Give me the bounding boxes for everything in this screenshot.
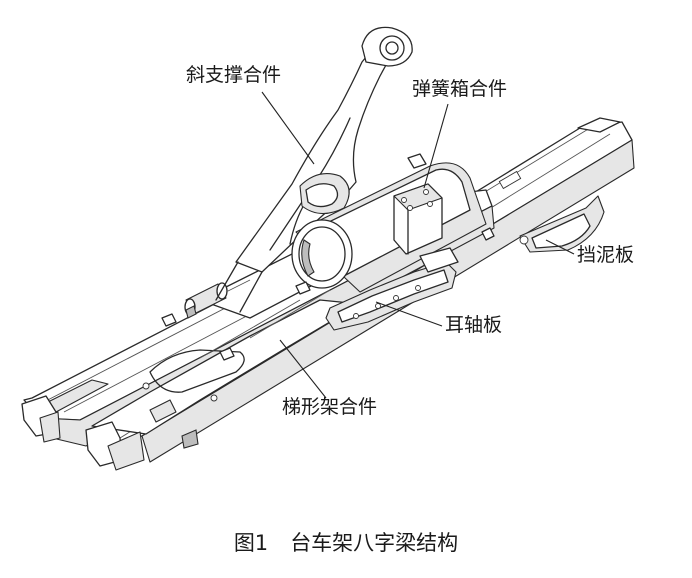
leader-ladder-frame (279, 339, 327, 399)
label-spring-box: 弹簧箱合件 (412, 78, 508, 100)
label-ladder-frame: 梯形架合件 (282, 396, 378, 418)
mudguard (519, 195, 605, 253)
front-end-caps (21, 395, 145, 471)
label-diagonal-brace: 斜支撑合件 (186, 64, 282, 86)
leader-lug-plate (375, 301, 443, 327)
leader-diagonal-brace (261, 91, 315, 165)
leader-mudguard (545, 239, 575, 255)
diagonal-brace (215, 26, 413, 313)
label-mudguard: 挡泥板 (577, 244, 635, 266)
label-lug-plate: 耳轴板 (445, 314, 503, 336)
figure-caption: 图1 台车架八字梁结构 (0, 533, 692, 554)
figure-title: 台车架八字梁结构 (290, 531, 459, 555)
leader-lines (261, 91, 575, 399)
lug-plate (325, 247, 459, 331)
leader-spring-box (423, 103, 449, 189)
figure-number: 图1 (233, 531, 269, 555)
frame-details (142, 227, 495, 449)
spring-box (291, 153, 487, 293)
